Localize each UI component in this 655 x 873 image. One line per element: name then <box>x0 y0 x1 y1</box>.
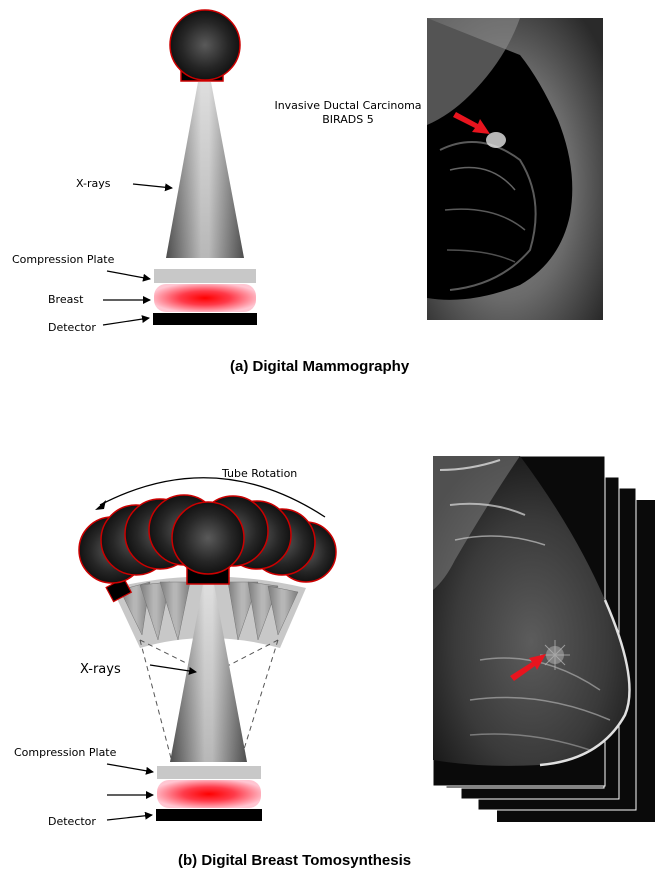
label-compression-plate-b: Compression Plate <box>14 746 116 759</box>
panel-a-breast <box>154 284 256 312</box>
panel-a-detector <box>153 313 257 325</box>
label-xrays-a: X-rays <box>76 177 110 190</box>
label-tube-rotation: Tube Rotation <box>222 467 297 480</box>
mammogram-image <box>427 18 603 320</box>
arrow-compression-a <box>107 271 150 279</box>
tube-rotation-arrowhead <box>95 500 106 510</box>
arrow-compression-b <box>107 764 153 772</box>
label-xrays-b: X-rays <box>80 663 121 676</box>
tube-icon-center <box>172 502 244 574</box>
label-detector-b: Detector <box>48 815 96 828</box>
panel-b-detector <box>156 809 262 821</box>
label-breast-a: Breast <box>48 293 83 306</box>
label-detector-a: Detector <box>48 321 96 334</box>
panel-a-compression-plate <box>154 269 256 283</box>
panel-b-compression-plate <box>157 766 261 779</box>
label-compression-plate-a: Compression Plate <box>12 253 114 266</box>
arrow-detector-b <box>107 815 152 820</box>
arrow-detector-a <box>103 318 149 325</box>
panel-a-xray-beam <box>166 82 244 258</box>
caption-a: (a) Digital Mammography <box>230 358 409 375</box>
caption-b: (b) Digital Breast Tomosynthesis <box>178 852 411 869</box>
diagnosis-line-2: BIRADS 5 <box>268 113 428 127</box>
arrow-xrays-a <box>133 184 172 188</box>
xray-tube-icon <box>170 10 240 80</box>
panel-b-breast <box>157 780 261 808</box>
tomosynthesis-slices <box>433 456 655 822</box>
panel-a-tube-assembly <box>170 10 240 81</box>
diagnosis-annotation: Invasive Ductal Carcinoma BIRADS 5 <box>268 99 428 127</box>
diagnosis-line-1: Invasive Ductal Carcinoma <box>268 99 428 113</box>
